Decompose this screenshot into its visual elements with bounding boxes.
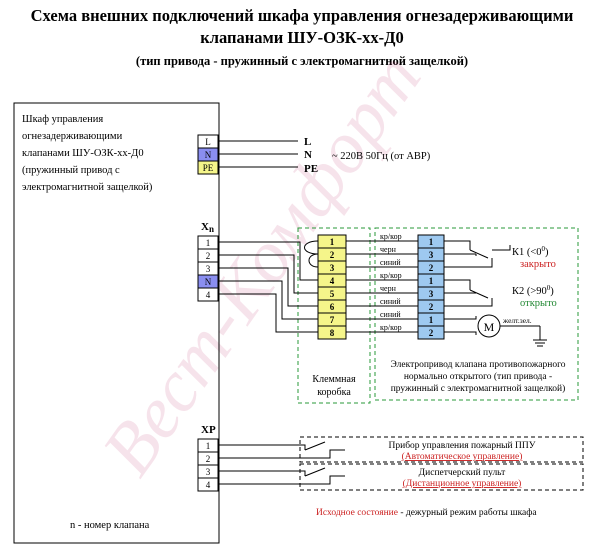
xp-terminal-3: 3 [206,467,211,477]
wire-color-4: кр/кор [380,271,402,280]
actuator-caption-3: пружинный с электромагнитной защелкой) [391,383,566,394]
act-terminal-3: 2 [429,263,434,273]
box-terminal-7: 7 [330,315,335,325]
xn-terminal-3: 3 [206,264,211,274]
xp-terminal-strip: 1 2 3 4 [197,438,219,492]
wire-color-6: синий [380,297,401,306]
box-terminal-2: 2 [330,250,335,260]
xn-terminal-2: 2 [206,251,211,261]
cabinet-desc-line3: клапанами ШУ-ОЗК-хх-Д0 [22,148,144,159]
actuator-frame [374,227,579,401]
wire-xn2 [218,254,318,294]
diagram-title-line1: Схема внешних подключений шкафа управлен… [30,6,574,25]
xp-terminal-4: 4 [206,480,211,490]
terminal-box-caption-2: коробка [317,387,351,398]
k1-state: закрыто [520,259,556,270]
k2-switch [444,279,493,307]
terminal-box-caption-1: Клеммная [312,374,356,385]
cabinet-desc-line4: (пружинный привод с [22,165,120,176]
actuator-terminal-strip: 1 3 2 1 3 2 1 2 [417,234,445,340]
motor-label: M [484,320,495,334]
wire-xn4 [218,293,318,333]
wire-color-5: черн [380,284,397,293]
box-terminal-5: 5 [330,289,335,299]
cabinet-desc-line5: электромагнитной защелкой) [22,182,153,193]
diagram-title-line2: клапанами ШУ-ОЗК-хх-Д0 [200,28,404,47]
actuator-caption-1: Электропривод клапана противопожарного [390,360,565,370]
act-terminal-8: 2 [429,328,434,338]
ppu-subtitle: (Автоматическое управление) [402,451,523,462]
ground-label: желт.зел. [502,316,532,325]
k2-label: К2 (>900) [512,284,554,297]
terminal-L-label: L [205,137,211,147]
xn-terminal-4: 4 [206,290,211,300]
xp-terminal-1: 1 [206,441,211,451]
jumper-2-3 [308,253,319,268]
cabinet-footnote: n - номер клапана [70,520,150,531]
k2-state: открыто [520,298,557,309]
act-terminal-1: 1 [429,237,434,247]
initial-state-note: Исходное состояние - дежурный режим рабо… [316,507,537,518]
terminal-N-label: N [205,150,212,160]
act-terminal-5: 3 [429,289,434,299]
xn-terminal-N: N [205,277,212,287]
xp-terminal-2: 2 [206,454,211,464]
cabinet-desc-line1: Шкаф управления [22,114,103,125]
remote-title: Диспетчерский пульт [419,467,506,478]
xn-terminal-1: 1 [206,238,211,248]
supply-text: ~ 220В 50Гц (от АВР) [332,151,431,162]
jumper-1-2 [304,240,319,255]
wire-color-3: синий [380,258,401,267]
line-label-N: N [304,149,312,161]
act-terminal-6: 2 [429,302,434,312]
actuator-caption-2: нормально открытого (тип привода - [404,371,552,382]
wire-xn1 [218,241,318,281]
wire-color-2: черн [380,245,397,254]
ppu-title: Прибор управления пожарный ППУ [389,440,536,451]
cabinet-desc-line2: огнезадерживающими [22,131,123,142]
wire-color-8: кр/кор [380,323,402,332]
line-label-L: L [304,136,311,148]
diagram-subtitle: (тип привода - пружинный с электромагнит… [135,54,469,68]
terminal-box-strip: 1 2 3 4 5 6 7 8 [317,234,347,340]
box-terminal-6: 6 [330,302,335,312]
ppu-frame [299,436,584,463]
wire-color-7: синий [380,310,401,319]
act-terminal-7: 1 [429,315,434,325]
xp-label: XP [201,424,216,436]
wire-xn3 [218,267,318,307]
k1-label: К1 (<00) [512,245,549,258]
xn-label: Xn [201,221,214,234]
box-terminal-8: 8 [330,328,335,338]
motor-symbol [444,314,547,347]
wire-color-1: кр/кор [380,232,402,241]
k1-switch [444,240,511,268]
xn-terminal-strip: 1 2 3 N 4 [197,235,219,302]
box-terminal-1: 1 [330,237,335,247]
cabinet-frame [13,102,220,544]
remote-subtitle: (Дистанционное управление) [403,478,522,489]
remote-frame [299,463,584,491]
act-terminal-2: 3 [429,250,434,260]
terminal-box-frame [297,227,371,404]
line-label-PE: PE [304,163,318,175]
terminal-PE-label: PE [203,163,214,173]
box-terminal-4: 4 [330,276,335,286]
act-terminal-4: 1 [429,276,434,286]
box-terminal-3: 3 [330,263,335,273]
power-terminal-block: L N PE [197,134,219,175]
wire-xnN [218,280,318,320]
